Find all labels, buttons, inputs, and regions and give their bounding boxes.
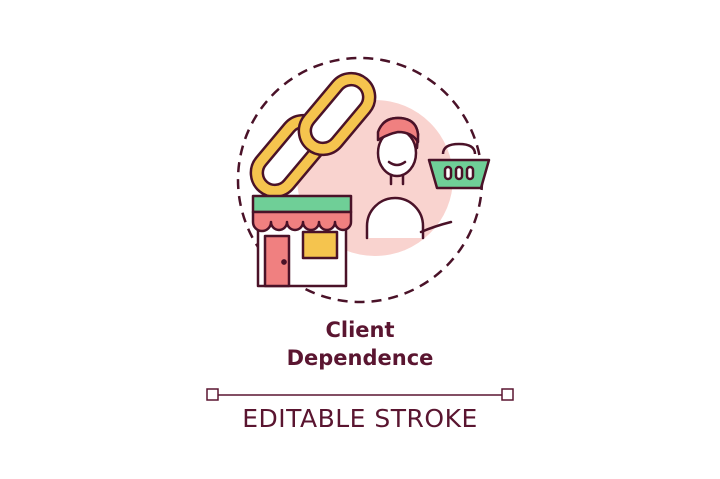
client-dependence-icon bbox=[225, 50, 495, 310]
divider-handle-left bbox=[206, 388, 219, 401]
divider-handle-right bbox=[501, 388, 514, 401]
shop-icon bbox=[251, 194, 353, 288]
editable-stroke-caption: EDITABLE STROKE bbox=[242, 404, 478, 433]
shopping-basket-icon bbox=[427, 142, 491, 190]
title-line-1: Client bbox=[325, 318, 395, 342]
chain-link-icon bbox=[249, 71, 377, 199]
page-title: Client Dependence bbox=[0, 316, 720, 372]
title-line-2: Dependence bbox=[286, 346, 434, 370]
stroke-divider bbox=[205, 388, 515, 402]
person-icon bbox=[365, 116, 453, 240]
